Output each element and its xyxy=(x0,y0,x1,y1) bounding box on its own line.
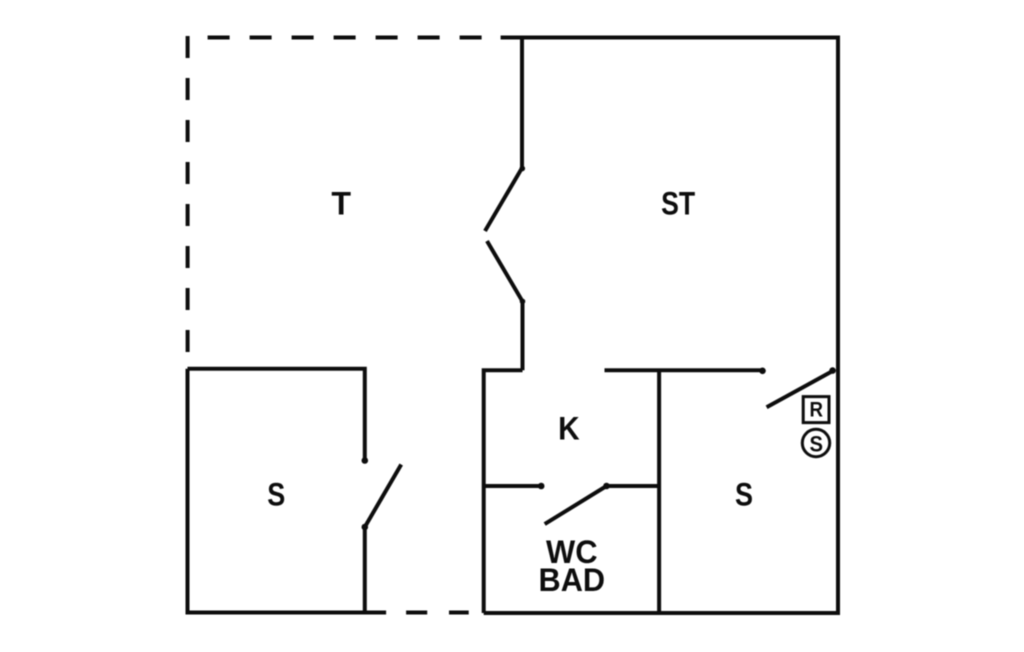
svg-text:S: S xyxy=(735,476,753,512)
svg-text:WC: WC xyxy=(546,534,598,570)
svg-text:S: S xyxy=(810,431,824,456)
svg-text:S: S xyxy=(267,476,285,512)
svg-text:K: K xyxy=(558,410,580,446)
svg-text:ST: ST xyxy=(661,186,695,222)
svg-text:R: R xyxy=(810,399,824,422)
svg-text:BAD: BAD xyxy=(539,562,606,598)
svg-text:T: T xyxy=(331,186,351,222)
